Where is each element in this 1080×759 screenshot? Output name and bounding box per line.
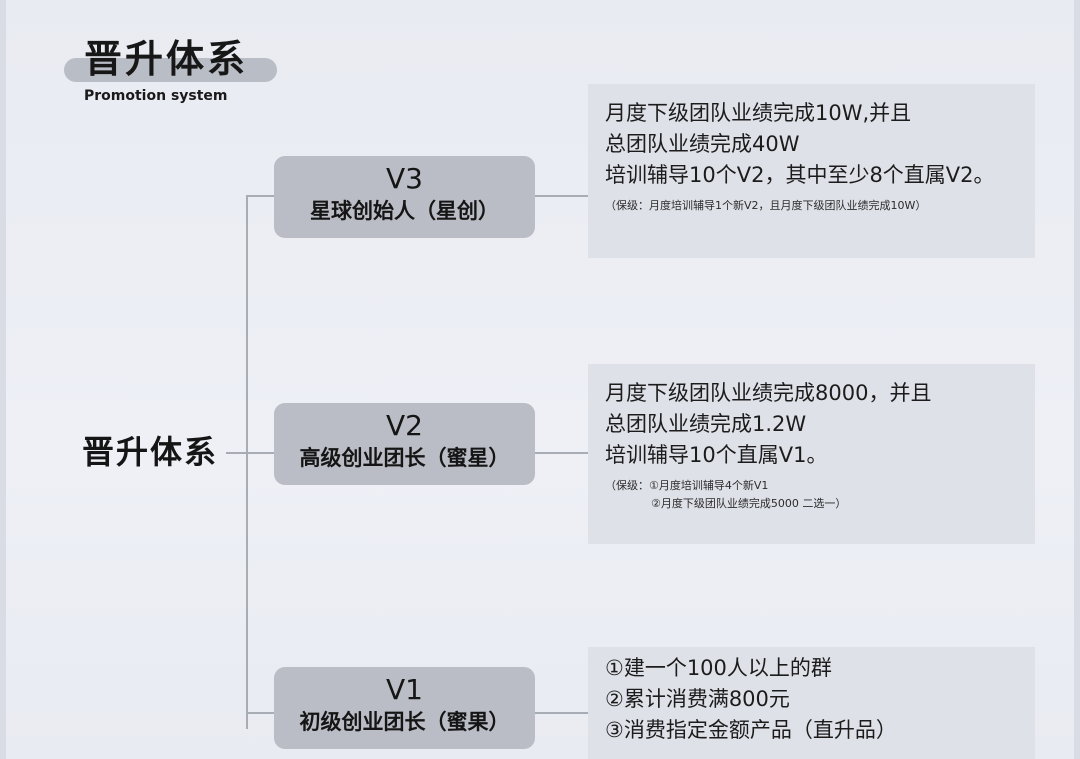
level-box-v2: V2 高级创业团长（蜜星） [274,403,535,485]
connector-trunk-to-v2 [246,452,274,454]
connector-v1-to-card [535,712,588,714]
connector-trunk-to-v3 [246,195,274,197]
frame-edge-right [1074,0,1080,759]
level-title: 初级创业团长（蜜果） [299,710,510,734]
connector-trunk-to-v1 [246,712,274,714]
level-box-v1: V1 初级创业团长（蜜果） [274,667,535,749]
requirement-line: 总团队业绩完成40W [605,132,800,156]
requirement-card-v3: 月度下级团队业绩完成10W,并且 总团队业绩完成40W 培训辅导10个V2，其中… [588,84,1035,258]
connector-v3-to-card [535,195,588,197]
tree-root-label: 晋升体系 [82,433,219,471]
level-code: V3 [386,162,423,195]
requirement-line: 总团队业绩完成1.2W [605,412,807,436]
retention-note: ②月度下级团队业绩完成5000 二选一） [651,497,847,510]
level-code: V1 [386,673,423,706]
requirement-line: ③消费指定金额产品（直升品） [605,718,897,742]
page-title: 晋升体系 [84,37,249,81]
connector-trunk-vertical [246,195,248,729]
requirement-line: 月度下级团队业绩完成8000，并且 [605,381,932,405]
requirement-line: ①建一个100人以上的群 [605,656,832,680]
requirement-card-v1: ①建一个100人以上的群 ②累计消费满800元 ③消费指定金额产品（直升品） [588,647,1035,759]
frame-edge-left [0,0,6,759]
requirement-line: 培训辅导10个直属V1。 [605,443,828,467]
connector-root-horizontal [226,452,248,454]
requirement-line: 培训辅导10个V2，其中至少8个直属V2。 [605,163,995,187]
requirement-line: 月度下级团队业绩完成10W,并且 [605,101,912,125]
level-code: V2 [386,409,423,442]
retention-note: （保级：①月度培训辅导4个新V1 [605,479,769,492]
retention-note: （保级：月度培训辅导1个新V2，且月度下级团队业绩完成10W） [605,199,927,212]
level-box-v3: V3 星球创始人（星创） [274,156,535,238]
requirement-line: ②累计消费满800元 [605,687,790,711]
page-subtitle: Promotion system [84,88,228,104]
requirement-card-v2: 月度下级团队业绩完成8000，并且 总团队业绩完成1.2W 培训辅导10个直属V… [588,364,1035,544]
level-title: 星球创始人（星创） [310,199,499,223]
heading-highlight-bar [64,58,277,82]
connector-v2-to-card [535,452,588,454]
level-title: 高级创业团长（蜜星） [299,446,510,470]
